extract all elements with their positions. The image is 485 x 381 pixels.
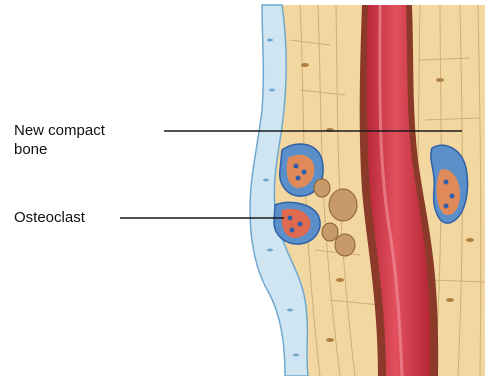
osteoclast-right-cell xyxy=(431,145,468,223)
label-new-compact-bone: New compact bone xyxy=(14,121,164,159)
label-osteoclast: Osteoclast xyxy=(14,208,134,227)
osteoclast-cell xyxy=(274,202,320,244)
